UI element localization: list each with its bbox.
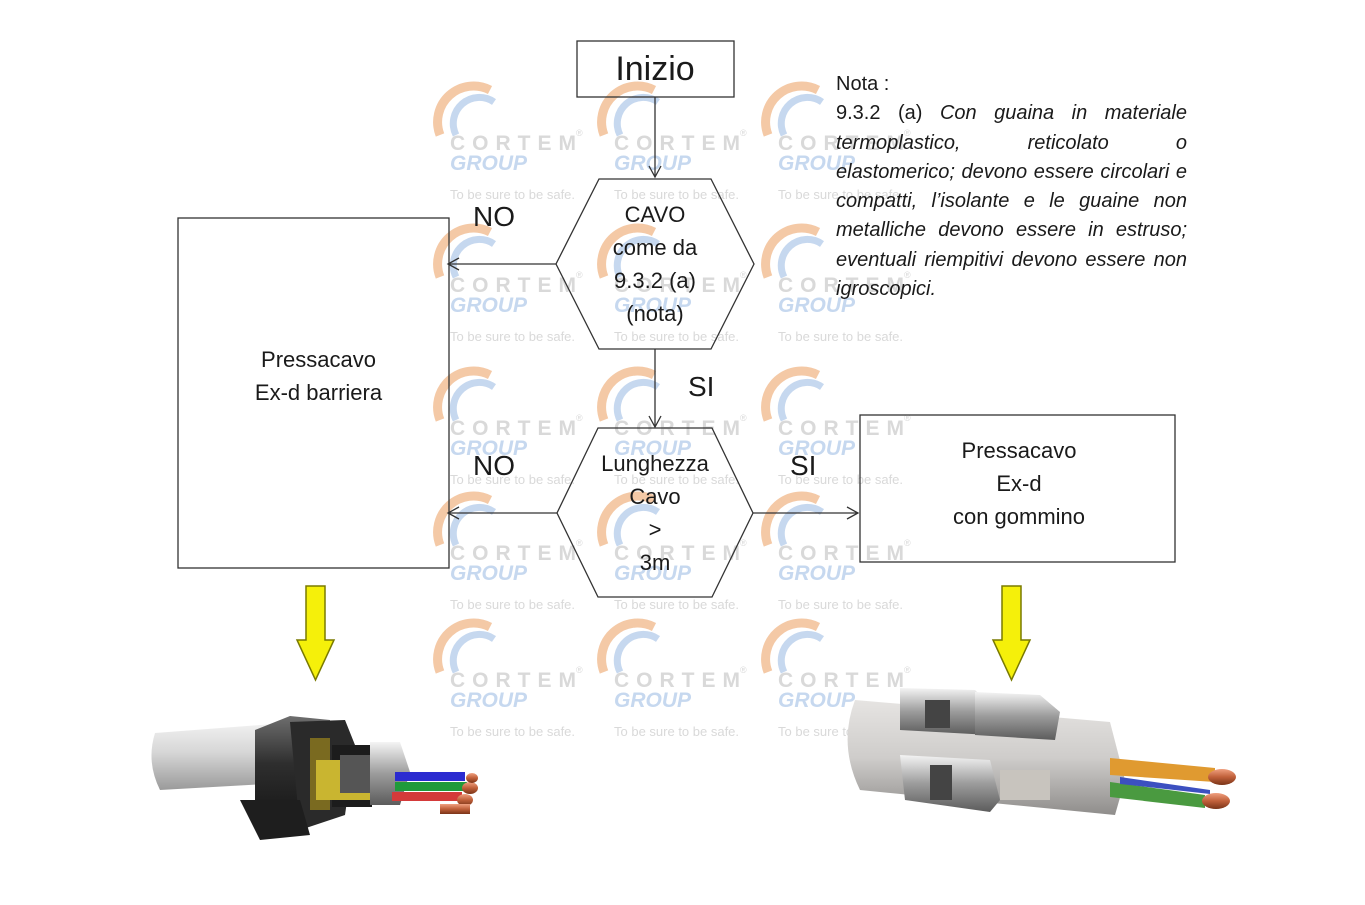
edge-label-cable-no: NO xyxy=(473,201,515,232)
decision-length-line-1: Lunghezza xyxy=(601,451,709,476)
start-label: Inizio xyxy=(615,50,695,88)
decision-cable-line-4: (nota) xyxy=(626,301,684,326)
decision-length-line-3: > xyxy=(648,517,662,542)
box-seal-line-1: Pressacavo xyxy=(961,438,1077,463)
note-block: Nota : 9.3.2 (a) Con guaina in materiale… xyxy=(836,70,1187,304)
box-seal-text: Pressacavo Ex-d con gommino xyxy=(860,434,1178,533)
box-barrier xyxy=(177,217,450,569)
barrier-cable-gland-image xyxy=(151,716,478,840)
note-body: 9.3.2 (a) Con guaina in materiale termop… xyxy=(836,99,1187,304)
box-seal xyxy=(859,414,1176,563)
box-barrier-line-2: Ex-d barriera xyxy=(254,380,383,405)
decision-length-text: Lunghezza Cavo > 3m xyxy=(576,447,734,579)
box-seal-line-3: con gommino xyxy=(952,504,1086,529)
decision-length-line-4: 3m xyxy=(639,550,671,575)
note-heading: Nota : xyxy=(836,73,890,95)
decision-cable-text: CAVO come da 9.3.2 (a) (nota) xyxy=(576,198,734,330)
edge-label-cable-yes: SI xyxy=(688,371,715,402)
yellow-down-arrow-icon-left xyxy=(295,585,336,682)
seal-cable-gland-image xyxy=(847,688,1236,815)
decision-cable-line-1: CAVO xyxy=(624,202,686,227)
box-barrier-text: Pressacavo Ex-d barriera xyxy=(178,343,459,409)
decision-length-line-2: Cavo xyxy=(629,484,681,509)
edge-label-length-no: NO xyxy=(473,450,515,481)
box-seal-line-2: Ex-d xyxy=(996,471,1042,496)
box-barrier-line-1: Pressacavo xyxy=(261,347,376,372)
edge-label-length-yes: SI xyxy=(790,450,817,481)
yellow-down-arrow-icon-right xyxy=(991,585,1032,682)
decision-cable-line-2: come da xyxy=(612,235,698,260)
note-text: Con guaina in materiale termoplastico, r… xyxy=(836,102,1187,301)
decision-cable-line-3: 9.3.2 (a) xyxy=(614,268,696,293)
note-ref: 9.3.2 (a) xyxy=(836,102,923,125)
